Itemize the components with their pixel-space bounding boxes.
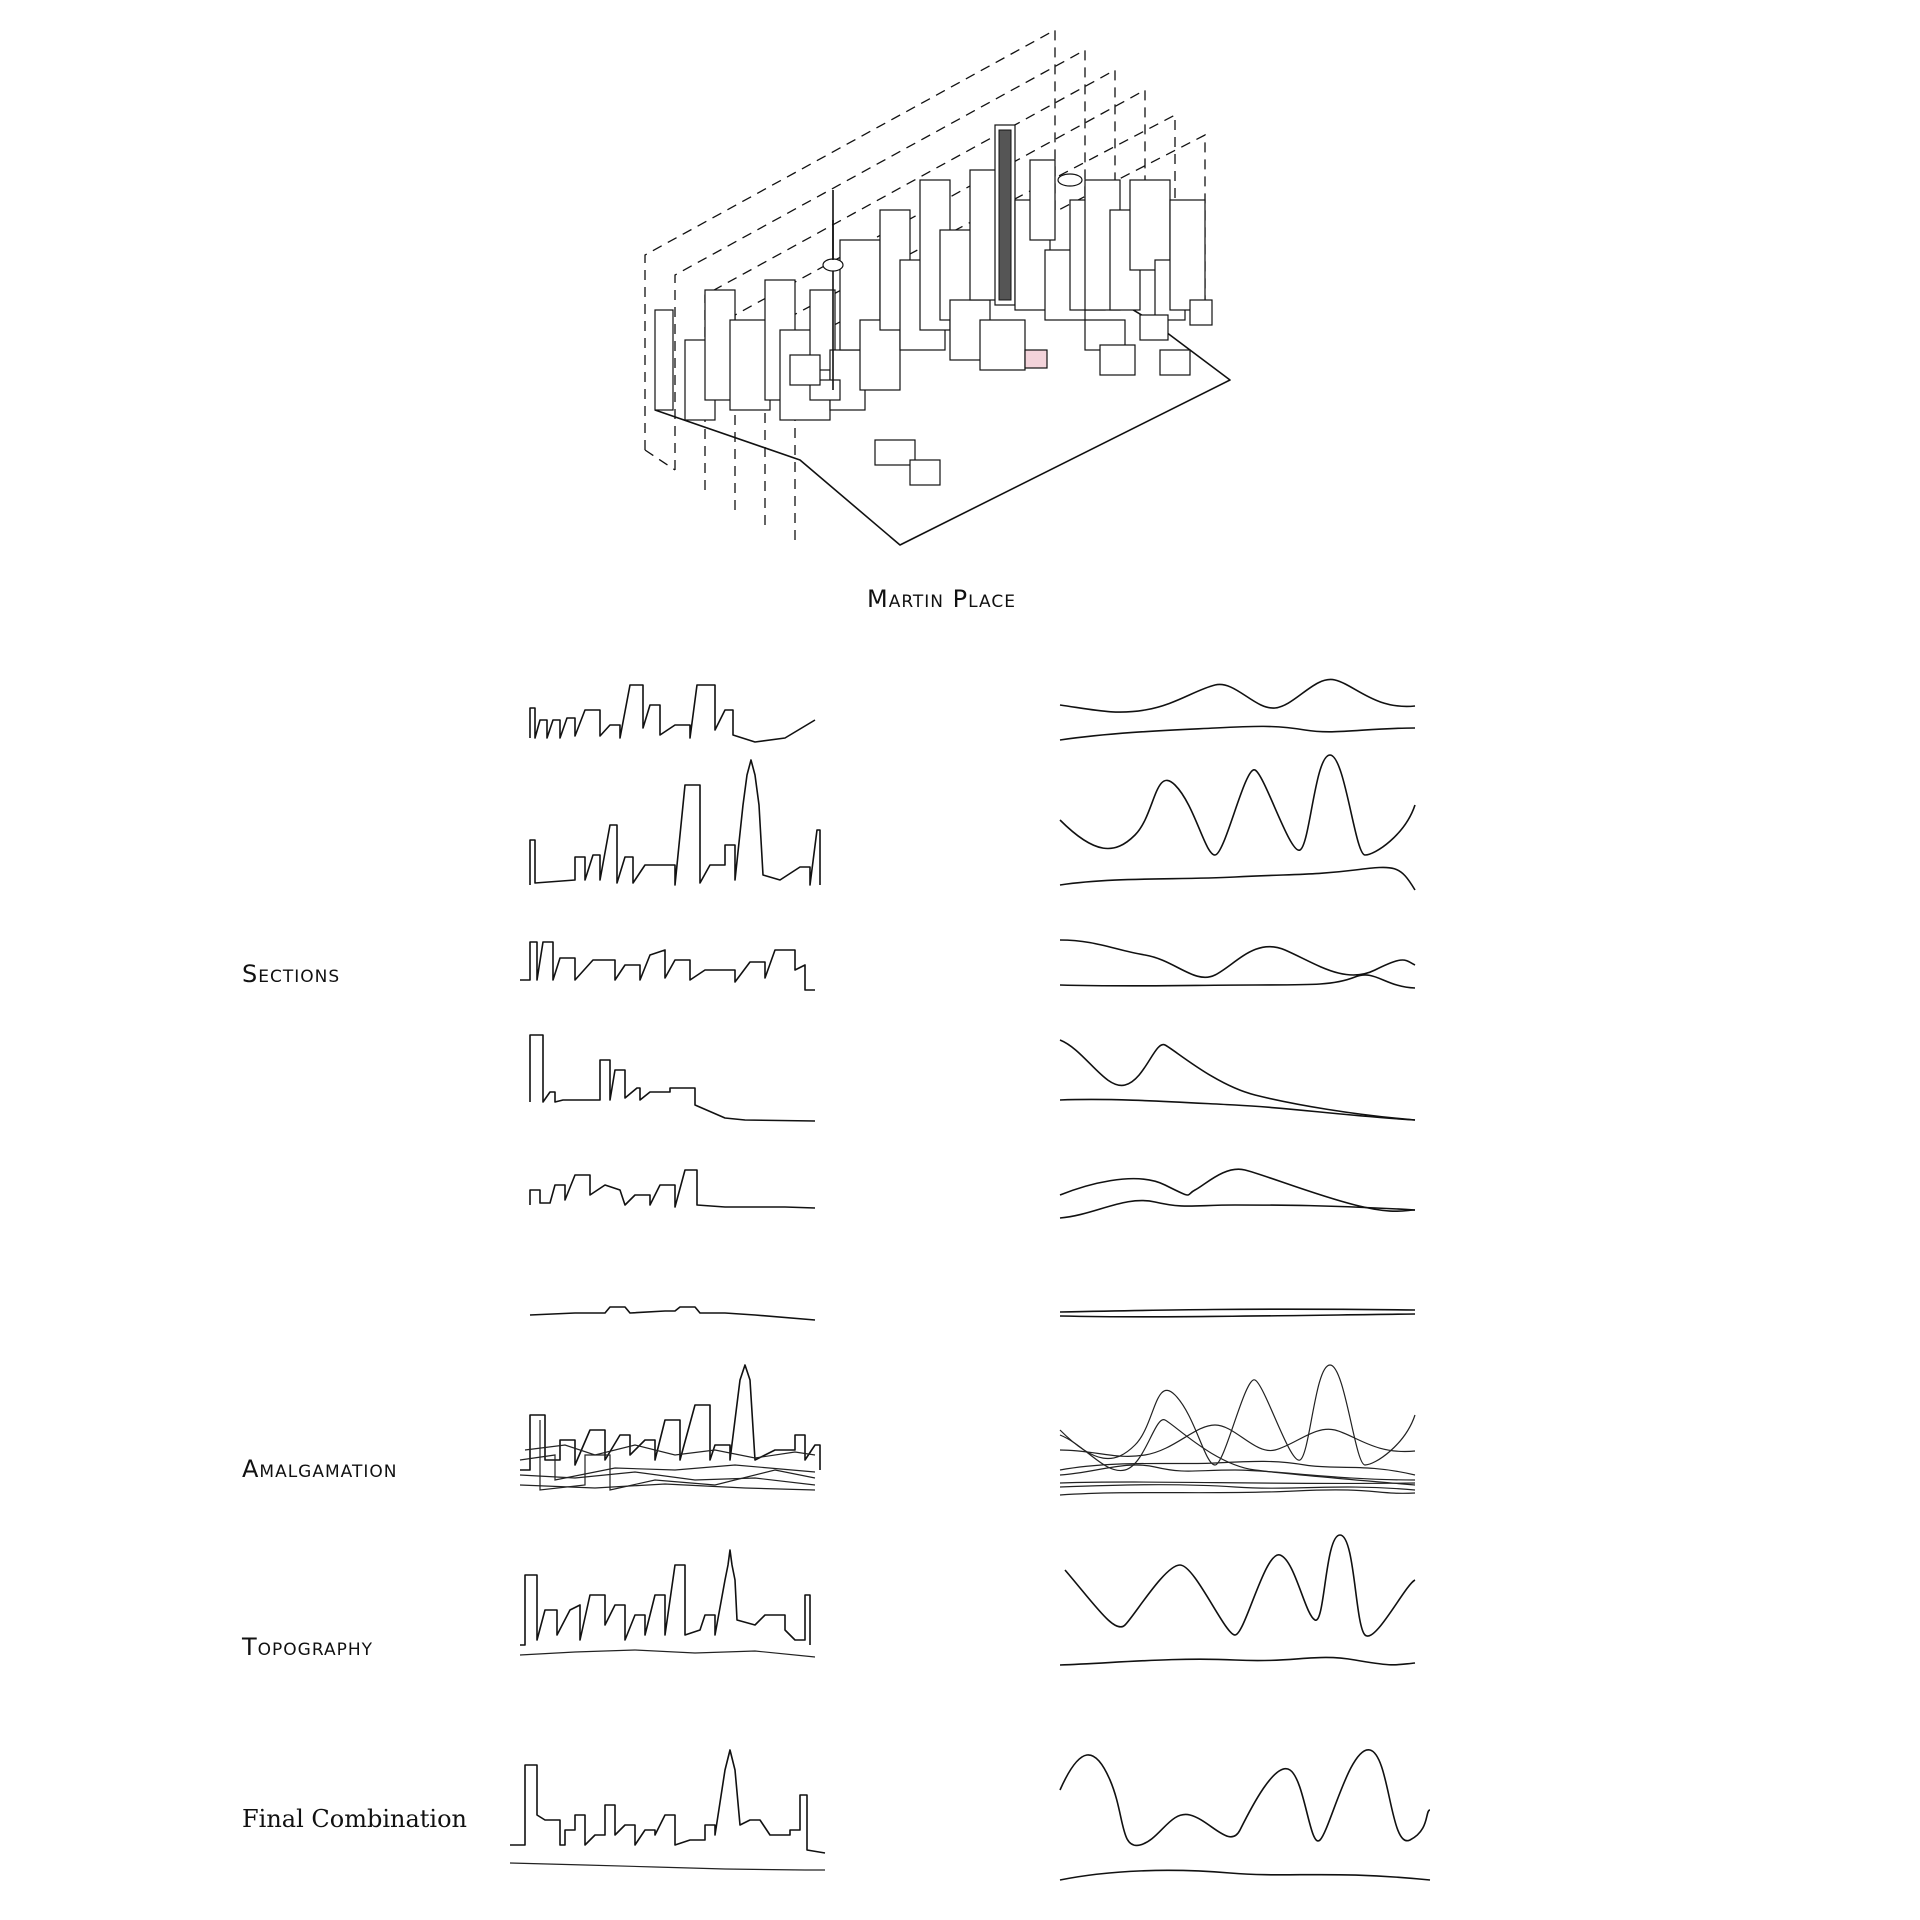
- buildings: [654, 124, 1213, 486]
- curve-amalgamation: [1059, 1364, 1416, 1496]
- skyline-topography: [519, 1549, 816, 1658]
- curve-section-5: [1059, 1168, 1416, 1219]
- label-topography: Topography: [242, 1633, 374, 1661]
- curve-final-combination: [1059, 1749, 1431, 1881]
- curve-section-2: [1059, 754, 1416, 891]
- skyline-section-6: [529, 1306, 816, 1321]
- skyline-section-2: [529, 759, 821, 886]
- curve-section-3: [1059, 939, 1416, 989]
- curve-topography: [1059, 1534, 1416, 1666]
- skyline-final-combination: [509, 1749, 826, 1871]
- model-title: Martin Place: [867, 585, 1016, 613]
- label-sections: Sections: [242, 960, 341, 988]
- curve-section-6: [1059, 1308, 1416, 1318]
- label-final-combination: Final Combination: [242, 1805, 467, 1833]
- curve-section-1: [1059, 678, 1416, 741]
- label-amalgamation: Amalgamation: [242, 1455, 398, 1483]
- skyline-section-5: [529, 1169, 816, 1209]
- isometric-city-model: [644, 28, 1231, 546]
- skyline-section-3: [520, 941, 815, 991]
- skyline-amalgamation: [519, 1364, 821, 1491]
- skyline-section-4: [529, 1034, 816, 1122]
- curve-section-4: [1059, 1039, 1416, 1121]
- skyline-section-1: [529, 684, 816, 743]
